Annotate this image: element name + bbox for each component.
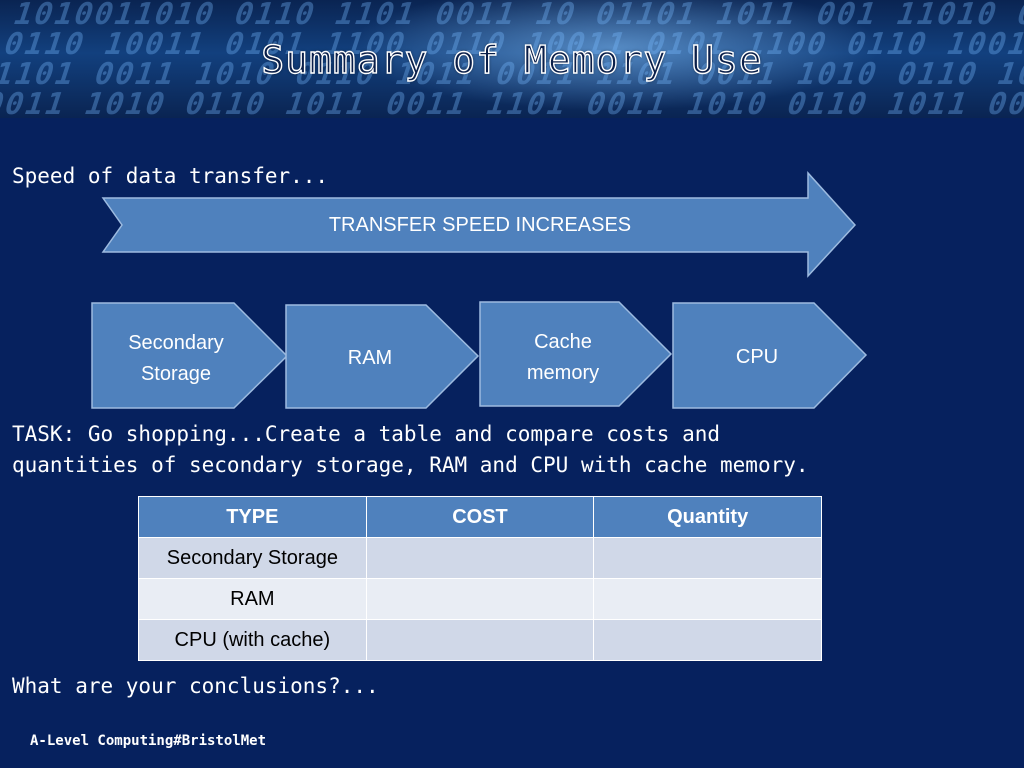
slide-title: Summary of Memory Use [261, 37, 763, 82]
table-row: CPU (with cache) [138, 619, 822, 661]
chevron-label-line1: CPU [736, 346, 778, 368]
comparison-table: TYPE COST Quantity Secondary Storage RAM… [138, 496, 822, 661]
cell-type: CPU (with cache) [138, 619, 367, 661]
header-quantity: Quantity [593, 496, 822, 538]
header-type: TYPE [138, 496, 367, 538]
title-banner: 1010011010 0110 1101 0011 10 01101 1011 … [0, 0, 1024, 118]
table-row: RAM [138, 578, 822, 620]
cell-quantity[interactable] [593, 537, 822, 579]
chevron-label-line2: memory [527, 362, 599, 384]
task-text-line1: TASK: Go shopping...Create a table and c… [12, 422, 721, 446]
conclusion-question: What are your conclusions?... [12, 674, 379, 698]
cell-quantity[interactable] [593, 578, 822, 620]
cell-quantity[interactable] [593, 619, 822, 661]
chevron-ram: RAM [285, 304, 480, 409]
chevron-cache-memory: Cache memory [479, 301, 673, 407]
cell-cost[interactable] [365, 537, 595, 579]
speed-label: Speed of data transfer... [12, 164, 329, 188]
table-row: Secondary Storage [138, 537, 822, 579]
chevron-label-line1: Secondary [128, 332, 224, 354]
arrow-diagram: TRANSFER SPEED INCREASES Secondary Stora… [91, 171, 868, 409]
footer-text: A-Level Computing#BristolMet [30, 733, 267, 749]
table-header-row: TYPE COST Quantity [138, 496, 822, 538]
chevron-secondary-storage: Secondary Storage [91, 302, 289, 409]
slide-content: Speed of data transfer... TRANSFER SPEED… [0, 118, 1024, 768]
chevron-label-line1: Cache [534, 331, 592, 353]
task-text-line2: quantities of secondary storage, RAM and… [12, 453, 809, 477]
transfer-speed-arrow: TRANSFER SPEED INCREASES [101, 171, 857, 278]
chevron-label-line1: RAM [348, 347, 392, 369]
cell-cost[interactable] [365, 578, 595, 620]
chevron-label-line2: Storage [141, 363, 211, 385]
cell-type: RAM [138, 578, 367, 620]
cell-type: Secondary Storage [138, 537, 367, 579]
header-cost: COST [365, 496, 595, 538]
cell-cost[interactable] [365, 619, 595, 661]
chevron-cpu: CPU [672, 302, 868, 409]
transfer-speed-label: TRANSFER SPEED INCREASES [329, 214, 631, 236]
